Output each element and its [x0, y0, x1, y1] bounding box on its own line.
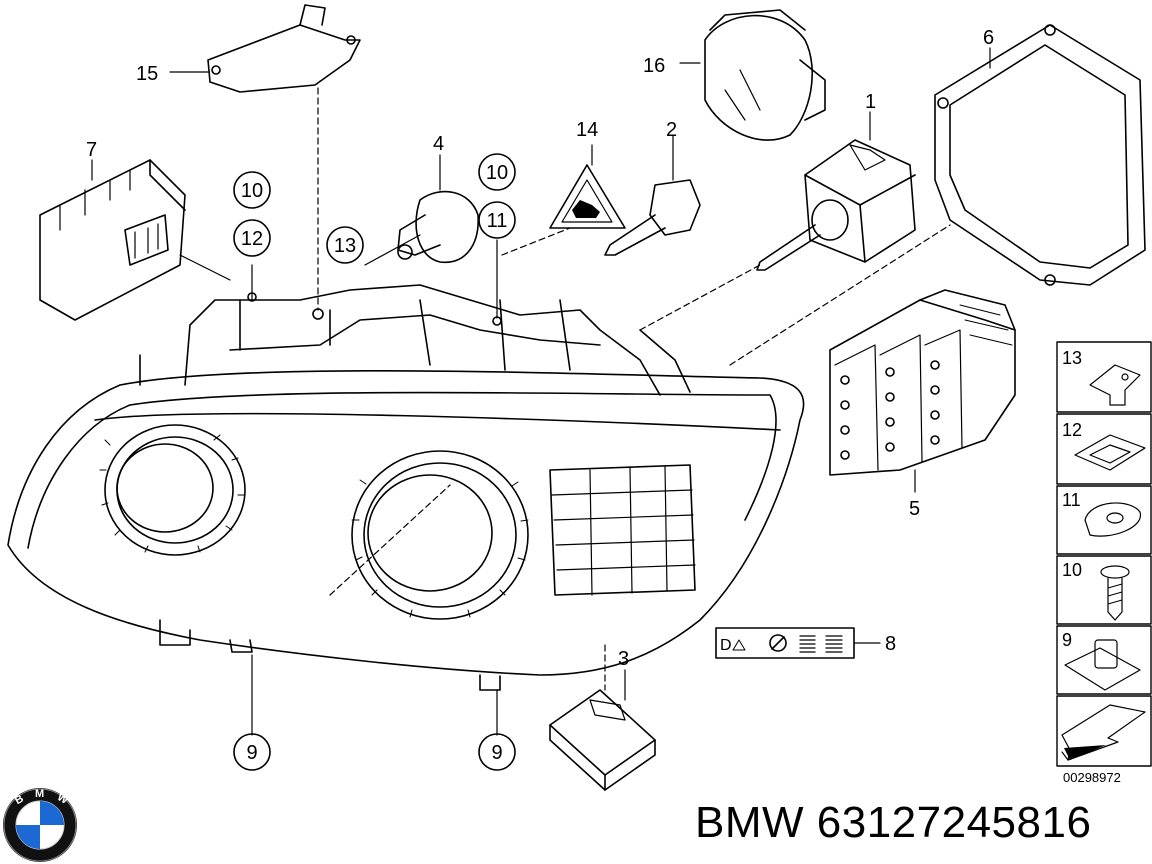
circle-a13	[326, 226, 364, 264]
part-7-ballast-unit	[39, 159, 186, 321]
diagram-document-number: 00298972	[1063, 770, 1121, 785]
callout-numbers: 15 16 6 1 7 4 14 2 5 3 8	[86, 27, 994, 670]
sidebar-frames	[1056, 341, 1152, 767]
callout-5: 5	[909, 498, 920, 520]
part-4-bulb-socket	[397, 190, 479, 263]
callout-7: 7	[86, 139, 97, 161]
bracket-clip-icon	[1089, 364, 1141, 406]
sidebar-item-11: 11	[1062, 490, 1081, 510]
circled-9a: 9	[246, 742, 257, 764]
circle-b10	[478, 153, 516, 191]
gasket-washer-icon	[1084, 502, 1141, 537]
callout-1: 1	[865, 91, 876, 113]
leader-lines	[91, 47, 991, 736]
circle-9a	[233, 733, 271, 771]
sidebar-item-10: 10	[1062, 560, 1082, 580]
headlight-housing	[7, 284, 805, 691]
callout-8: 8	[885, 633, 896, 655]
circled-b11: 11	[487, 210, 508, 232]
nut-clip-icon	[1064, 639, 1141, 691]
callout-3: 3	[618, 648, 629, 670]
part-16-bulb-cap	[704, 9, 826, 141]
circled-9b: 9	[491, 742, 502, 764]
screw-icon	[1100, 565, 1130, 621]
part-1-xenon-bulb	[756, 139, 916, 271]
part-6-gasket-frame	[934, 24, 1146, 286]
arrow-icon	[1061, 704, 1146, 761]
circled-numbers: 10 12 13 10 11 9 9	[241, 162, 508, 764]
circled-a13: 13	[334, 235, 356, 257]
callout-2: 2	[666, 119, 677, 141]
sidebar-item-12: 12	[1062, 420, 1082, 440]
led-light-guide	[549, 464, 696, 596]
circled-a12: 12	[241, 228, 263, 250]
bmw-logo-icon: B M W	[3, 788, 77, 862]
part-8-label-sticker: D	[715, 627, 855, 659]
circled-a10: 10	[241, 180, 263, 202]
circled-b10: 10	[486, 162, 508, 184]
sidebar-labels: 13 12 11 10 9	[1062, 348, 1082, 650]
callout-14: 14	[576, 119, 598, 141]
circle-b11	[478, 201, 516, 239]
part-3-control-module	[549, 689, 656, 791]
svg-text:D: D	[720, 637, 732, 654]
svg-text:M: M	[35, 788, 44, 800]
callout-4: 4	[433, 133, 444, 155]
spring-clip-icon	[1074, 434, 1146, 471]
part-14-warning-sticker	[549, 164, 626, 229]
circle-9b	[478, 733, 516, 771]
callout-16: 16	[643, 55, 665, 77]
sidebar-item-13: 13	[1062, 348, 1082, 368]
callout-6: 6	[983, 27, 994, 49]
part-15-cover-cap	[207, 4, 361, 93]
circle-a10	[233, 171, 271, 209]
part-5-led-module	[829, 289, 1016, 476]
circle-a12	[233, 219, 271, 257]
circled-labels	[233, 153, 516, 771]
callout-15: 15	[136, 63, 158, 85]
sidebar-item-9: 9	[1062, 630, 1072, 650]
right-projector-lens	[351, 450, 529, 620]
part-2-halogen-bulb	[604, 179, 701, 256]
left-projector-lens	[99, 424, 246, 556]
brand-part-number: BMW 63127245816	[695, 798, 1092, 847]
